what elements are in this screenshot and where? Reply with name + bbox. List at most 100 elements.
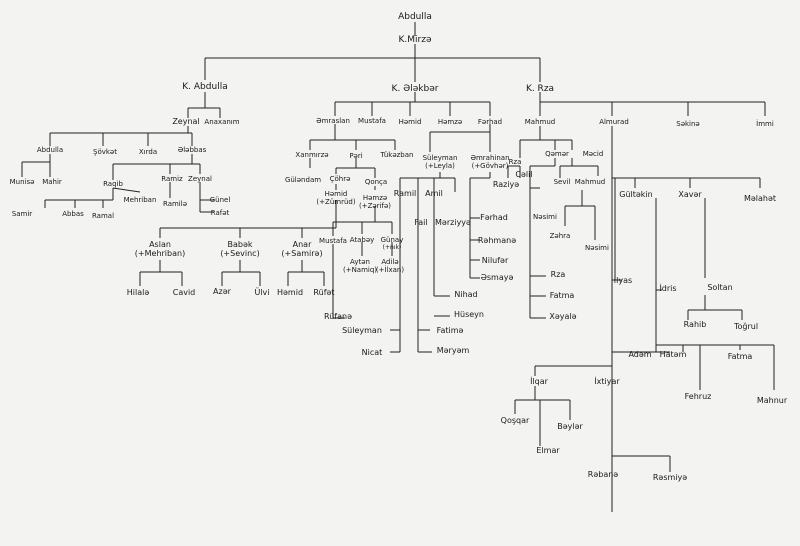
person-rufane: Rüfanə (324, 312, 352, 321)
person-ilyas: İlyas (613, 276, 633, 285)
person-abdulla-2: Abdulla (36, 146, 64, 154)
person-mustafa-2: Mustafa (319, 237, 347, 245)
person-abdulla-root: Abdulla (398, 12, 432, 22)
person-elebbas: Ələbbas (177, 146, 207, 154)
person-hemid-2: Həmid(+Zümrüd) (316, 190, 356, 206)
person-ramile: Ramilə (162, 200, 188, 208)
person-rza-3: Rza (550, 270, 566, 279)
person-sevil: Sevil (553, 178, 571, 186)
person-sovket: Şövkət (93, 148, 117, 156)
person-mustafa: Mustafa (358, 117, 386, 125)
person-rehmane: Rəhmanə (477, 236, 517, 245)
person-gultekin: Gültəkin (619, 190, 653, 199)
person-xanmirze: Xanmırzə (295, 151, 329, 159)
person-ramiz: Ramiz (161, 175, 183, 183)
person-fatime: Fatimə (436, 326, 464, 335)
person-xirda: Xırda (138, 148, 158, 156)
person-rufet: Rüfət (313, 288, 335, 297)
person-fail: Fail (414, 218, 428, 227)
person-ayten: Aytən(+Namiq) (342, 258, 378, 274)
person-immi: İmmi (756, 120, 774, 128)
person-qosqar: Qoşqar (500, 416, 530, 425)
person-idris: İdris (659, 284, 677, 293)
person-hemid: Həmid (398, 118, 422, 126)
person-abbas: Abbas (62, 210, 84, 218)
person-anaxanim: Anaxanım (204, 118, 240, 126)
person-ixtiyar: İxtiyar (594, 377, 620, 386)
person-hilale: Hilalə (126, 288, 150, 297)
person-emraslan: Əmraslan (316, 117, 350, 125)
person-suleyman: Süleyman(+Leyla) (422, 154, 458, 170)
person-mecid: Məcid (582, 150, 604, 158)
person-huseyn: Hüseyn (454, 310, 484, 319)
person-mahmud: Mahmud (524, 118, 556, 126)
person-xever: Xavər (678, 190, 702, 199)
person-hemze: Həmzə (437, 118, 463, 126)
person-k-mirze: K.Mirzə (398, 35, 432, 45)
person-raziye: Raziyə (492, 180, 520, 189)
person-munise: Munisə (9, 178, 35, 186)
person-nihad: Nihad (454, 290, 478, 299)
person-qonca: Qonça (364, 178, 388, 186)
person-k-rza: K. Rza (525, 84, 555, 94)
person-sekine: Səkinə (676, 120, 700, 128)
person-ferhad-2: Fərhad (480, 213, 508, 222)
person-fehruz: Fehruz (684, 392, 712, 401)
person-mahmud-2: Mahmud (574, 178, 606, 186)
person-raqib: Raqib (103, 180, 123, 188)
person-atabey: Atabəy (349, 236, 375, 244)
person-gunel: Günel (209, 196, 231, 204)
person-aslan: Aslan(+Mehriban) (134, 240, 186, 258)
person-mahir: Mahir (42, 178, 62, 186)
person-xeyale: Xəyalə (549, 312, 577, 321)
person-nicat: Nicat (361, 348, 383, 357)
person-amil: Amil (425, 189, 443, 198)
person-ramal: Ramal (91, 212, 115, 220)
person-zehra: Zəhra (549, 232, 571, 240)
person-soltan: Soltan (707, 283, 733, 292)
person-zeynal-2: Zeynal (188, 175, 212, 183)
person-zeynal: Zeynal (172, 117, 200, 126)
person-meryem: Məryəm (436, 346, 470, 355)
person-rza-2: Rza (508, 158, 522, 166)
person-ramil: Ramil (393, 189, 417, 198)
person-ferhad: Fərhad (477, 118, 503, 126)
person-almurad: Almurad (599, 118, 629, 126)
person-ilqar: İlqar (530, 377, 548, 386)
person-tukezban: Tükəzban (380, 151, 414, 159)
person-adem: Adəm (628, 350, 652, 359)
person-resmiye: Rəsmiyə (652, 473, 688, 482)
person-hemid-3: Həmid (276, 288, 304, 297)
person-elmar: Elmar (536, 446, 560, 455)
person-rafet: Rafət (210, 209, 230, 217)
person-k-elekber: K. Ələkbər (391, 84, 439, 94)
person-melahet: Məlahət (743, 194, 777, 203)
person-gulendam: Güləndam (284, 176, 322, 184)
person-hemze-2: Həmzə(+Zərifə) (358, 194, 392, 210)
person-fatma: Fatma (549, 291, 575, 300)
person-fatma-2: Fatma (727, 352, 753, 361)
person-samir: Samir (11, 210, 33, 218)
person-peri: Pəri (349, 152, 363, 160)
person-rahib: Rahib (683, 320, 707, 329)
person-nesimi: Nəsimi (533, 213, 557, 221)
person-babek: Babək(+Sevinc) (220, 240, 260, 258)
person-azer: Azər (213, 287, 231, 296)
person-gunay: Günay(+nık) (380, 236, 404, 251)
person-qemer: Qəmər (545, 150, 569, 158)
person-mahnur: Mahnur (756, 396, 788, 405)
person-cavid: Cavid (172, 288, 196, 297)
person-rebane: Rəbanə (587, 470, 619, 479)
person-emrahinan: Əmrahinan(+Gövhər) (470, 154, 510, 170)
person-celil: Cəlil (515, 170, 533, 179)
person-hatem: Hatəm (659, 350, 687, 359)
person-nesimi-2: Nəsimi (585, 244, 609, 252)
person-mehriban: Mehriban (123, 196, 157, 204)
person-k-abdulla: K. Abdulla (182, 82, 228, 92)
person-ulvi: Ülvi (254, 288, 270, 297)
person-cehre: Çöhrə (329, 175, 351, 183)
person-togrul: Toğrul (733, 322, 759, 331)
person-esmaye: Əsmayə (480, 273, 514, 282)
